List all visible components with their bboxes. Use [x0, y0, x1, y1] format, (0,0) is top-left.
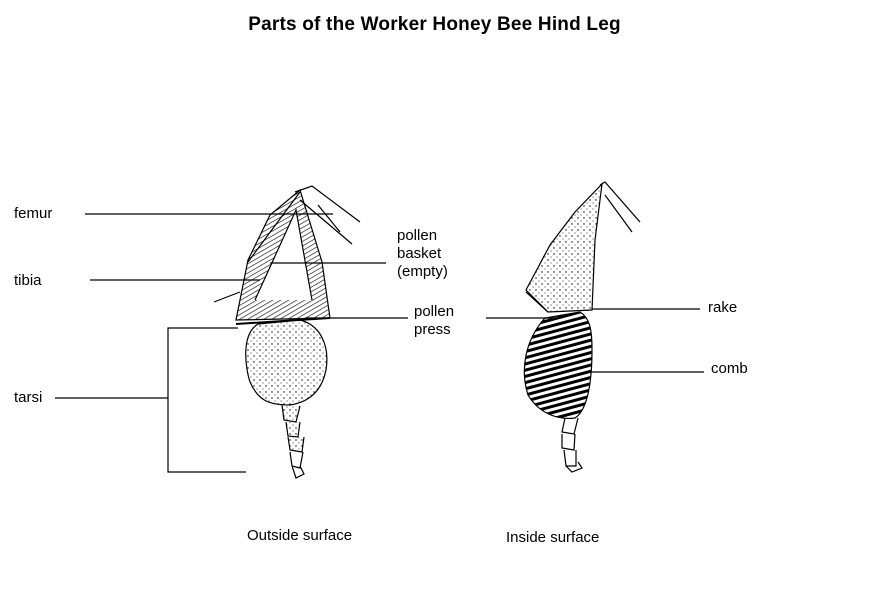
tarsi-bracket	[168, 328, 246, 472]
label-femur: femur	[14, 205, 52, 223]
caption-inside-surface: Inside surface	[506, 529, 599, 546]
label-tarsi: tarsi	[14, 389, 42, 407]
outside-leg	[214, 186, 360, 478]
pollen-press-line-2: press	[414, 321, 454, 339]
pollen-basket-line-3: (empty)	[397, 263, 448, 281]
pollen-basket-line-1: pollen	[397, 227, 448, 245]
pollen-basket-line-2: basket	[397, 245, 448, 263]
label-tibia: tibia	[14, 272, 42, 290]
pollen-press-line-1: pollen	[414, 303, 454, 321]
label-pollen-basket: pollen basket (empty)	[397, 227, 448, 281]
leader-lines	[55, 214, 704, 472]
inside-leg	[524, 182, 640, 472]
label-comb: comb	[711, 360, 748, 378]
caption-outside-surface: Outside surface	[247, 527, 352, 544]
label-rake: rake	[708, 299, 737, 317]
label-pollen-press: pollen press	[414, 303, 454, 339]
